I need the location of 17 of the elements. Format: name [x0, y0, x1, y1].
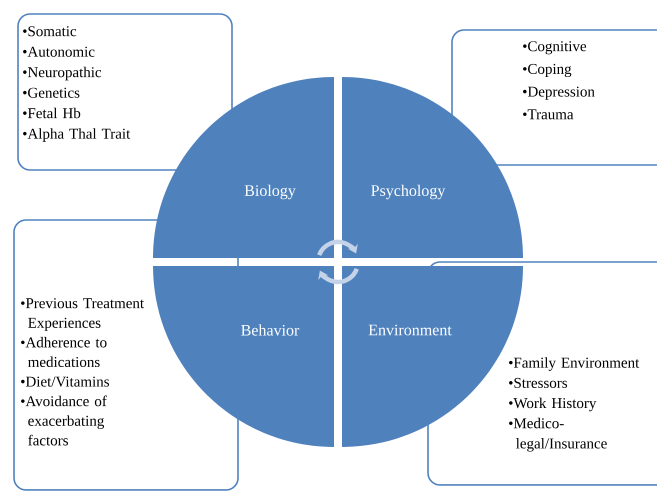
- list-item: •Fetal Hb: [23, 108, 80, 118]
- list-item: •Trauma: [523, 109, 574, 120]
- quadrant-segment: Psychology: [342, 77, 523, 258]
- list-item: •Avoidance of exacerbating factors: [21, 396, 107, 446]
- list-item: •Neuropathic: [23, 66, 102, 80]
- list-item: •Somatic: [23, 26, 76, 36]
- quadrant-segment: Behavior: [153, 266, 334, 447]
- list-item: •Coping: [523, 64, 572, 78]
- list-item: •Genetics: [23, 88, 80, 98]
- list-item: •Alpha Thal Trait: [23, 128, 130, 142]
- list-item: •Adherence to medications: [21, 336, 107, 368]
- quadrant-segment: Biology: [153, 77, 334, 258]
- list-item: •Previous Treatment Experiences: [21, 298, 144, 331]
- list-item: •Depression: [523, 86, 595, 100]
- list-item: •Cognitive: [523, 41, 586, 54]
- list-item: •Autonomic: [23, 46, 94, 57]
- list-item: •Diet/Vitamins: [21, 376, 109, 387]
